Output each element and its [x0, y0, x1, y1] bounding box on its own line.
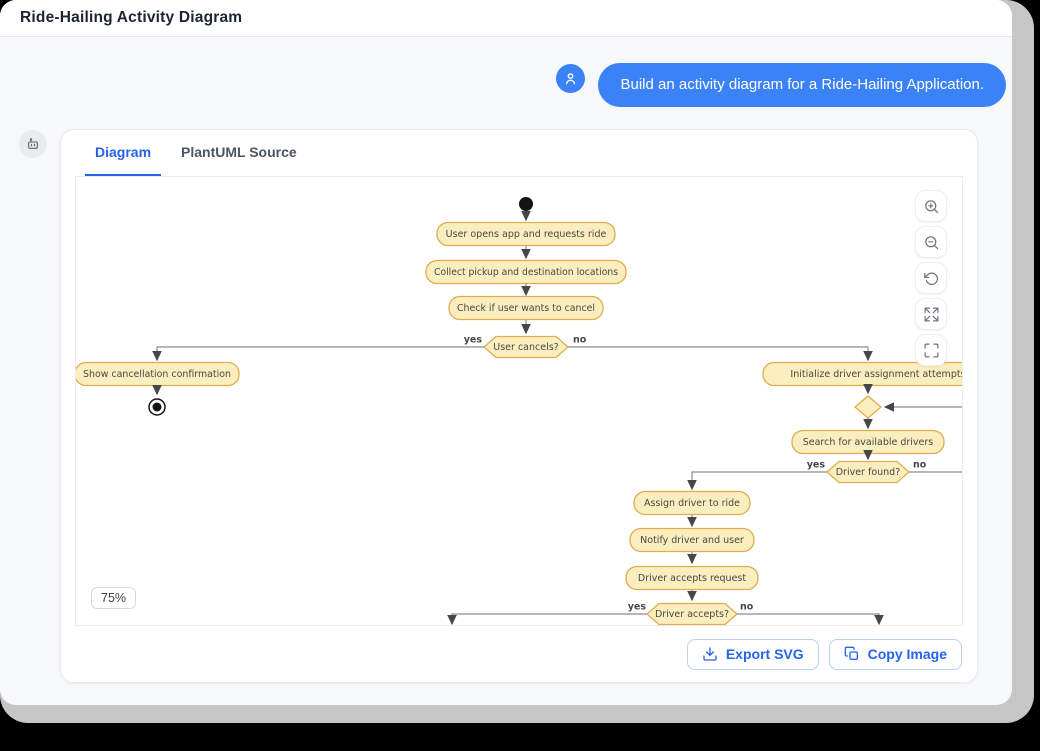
- svg-text:Initialize driver assignment a: Initialize driver assignment attempts = …: [790, 369, 963, 380]
- zoom-level-badge: 75%: [91, 587, 137, 609]
- app-window: Ride-Hailing Activity Diagram Build an a…: [0, 0, 1012, 705]
- diagram-card: Diagram PlantUML Source User opens app a…: [60, 129, 978, 683]
- svg-text:yes: yes: [807, 460, 826, 471]
- svg-text:no: no: [573, 335, 587, 346]
- svg-text:Collect pickup and destination: Collect pickup and destination locations: [434, 267, 618, 278]
- zoom-in-button[interactable]: [915, 190, 947, 222]
- svg-text:Search for available drivers: Search for available drivers: [803, 437, 934, 448]
- expand-icon: [924, 307, 938, 321]
- app-body: Build an activity diagram for a Ride-Hai…: [0, 37, 1012, 704]
- chat-bubble: Build an activity diagram for a Ride-Hai…: [598, 63, 1006, 107]
- svg-text:Show cancellation confirmation: Show cancellation confirmation: [83, 369, 231, 380]
- copy-image-label: Copy Image: [867, 646, 947, 662]
- reset-icon: [923, 272, 938, 285]
- page-title: Ride-Hailing Activity Diagram: [20, 9, 243, 26]
- zoom-in-icon: [924, 199, 938, 213]
- svg-text:yes: yes: [464, 335, 483, 346]
- tab-diagram[interactable]: Diagram: [85, 130, 162, 176]
- svg-text:Check if user wants to cancel: Check if user wants to cancel: [457, 303, 595, 314]
- svg-text:Driver found?: Driver found?: [836, 467, 901, 478]
- fullscreen-icon: [924, 343, 938, 357]
- user-avatar: [556, 64, 586, 93]
- tab-bar: Diagram PlantUML Source: [61, 130, 977, 176]
- activity-diagram-svg[interactable]: User opens app and requests rideCollect …: [76, 177, 963, 626]
- svg-text:Notify driver and user: Notify driver and user: [640, 535, 744, 546]
- zoom-out-icon: [924, 235, 938, 249]
- svg-text:no: no: [740, 602, 754, 613]
- copy-image-button[interactable]: Copy Image: [828, 638, 962, 670]
- download-icon: [703, 647, 717, 661]
- svg-text:User cancels?: User cancels?: [493, 342, 558, 353]
- svg-text:yes: yes: [628, 602, 647, 613]
- svg-text:Driver accepts request: Driver accepts request: [638, 573, 746, 584]
- svg-text:Assign driver to ride: Assign driver to ride: [644, 498, 740, 509]
- chat-message-row: Build an activity diagram for a Ride-Hai…: [556, 63, 1006, 107]
- tab-plantuml-source[interactable]: PlantUML Source: [171, 130, 307, 176]
- reset-view-button[interactable]: [915, 262, 947, 294]
- fullscreen-button[interactable]: [915, 334, 947, 366]
- zoom-controls: [915, 190, 947, 366]
- app-header: Ride-Hailing Activity Diagram: [0, 0, 1012, 37]
- zoom-out-button[interactable]: [915, 226, 947, 258]
- bot-avatar: [19, 130, 47, 158]
- export-svg-button[interactable]: Export SVG: [686, 638, 819, 670]
- svg-text:Driver accepts?: Driver accepts?: [655, 609, 729, 620]
- expand-button[interactable]: [915, 298, 947, 330]
- person-icon: [566, 73, 576, 85]
- card-footer: Export SVG Copy Image: [61, 626, 977, 682]
- export-svg-label: Export SVG: [725, 646, 804, 662]
- copy-icon: [844, 646, 858, 660]
- svg-text:no: no: [913, 460, 927, 471]
- svg-text:User opens app and requests ri: User opens app and requests ride: [446, 229, 607, 240]
- robot-icon: [28, 138, 38, 149]
